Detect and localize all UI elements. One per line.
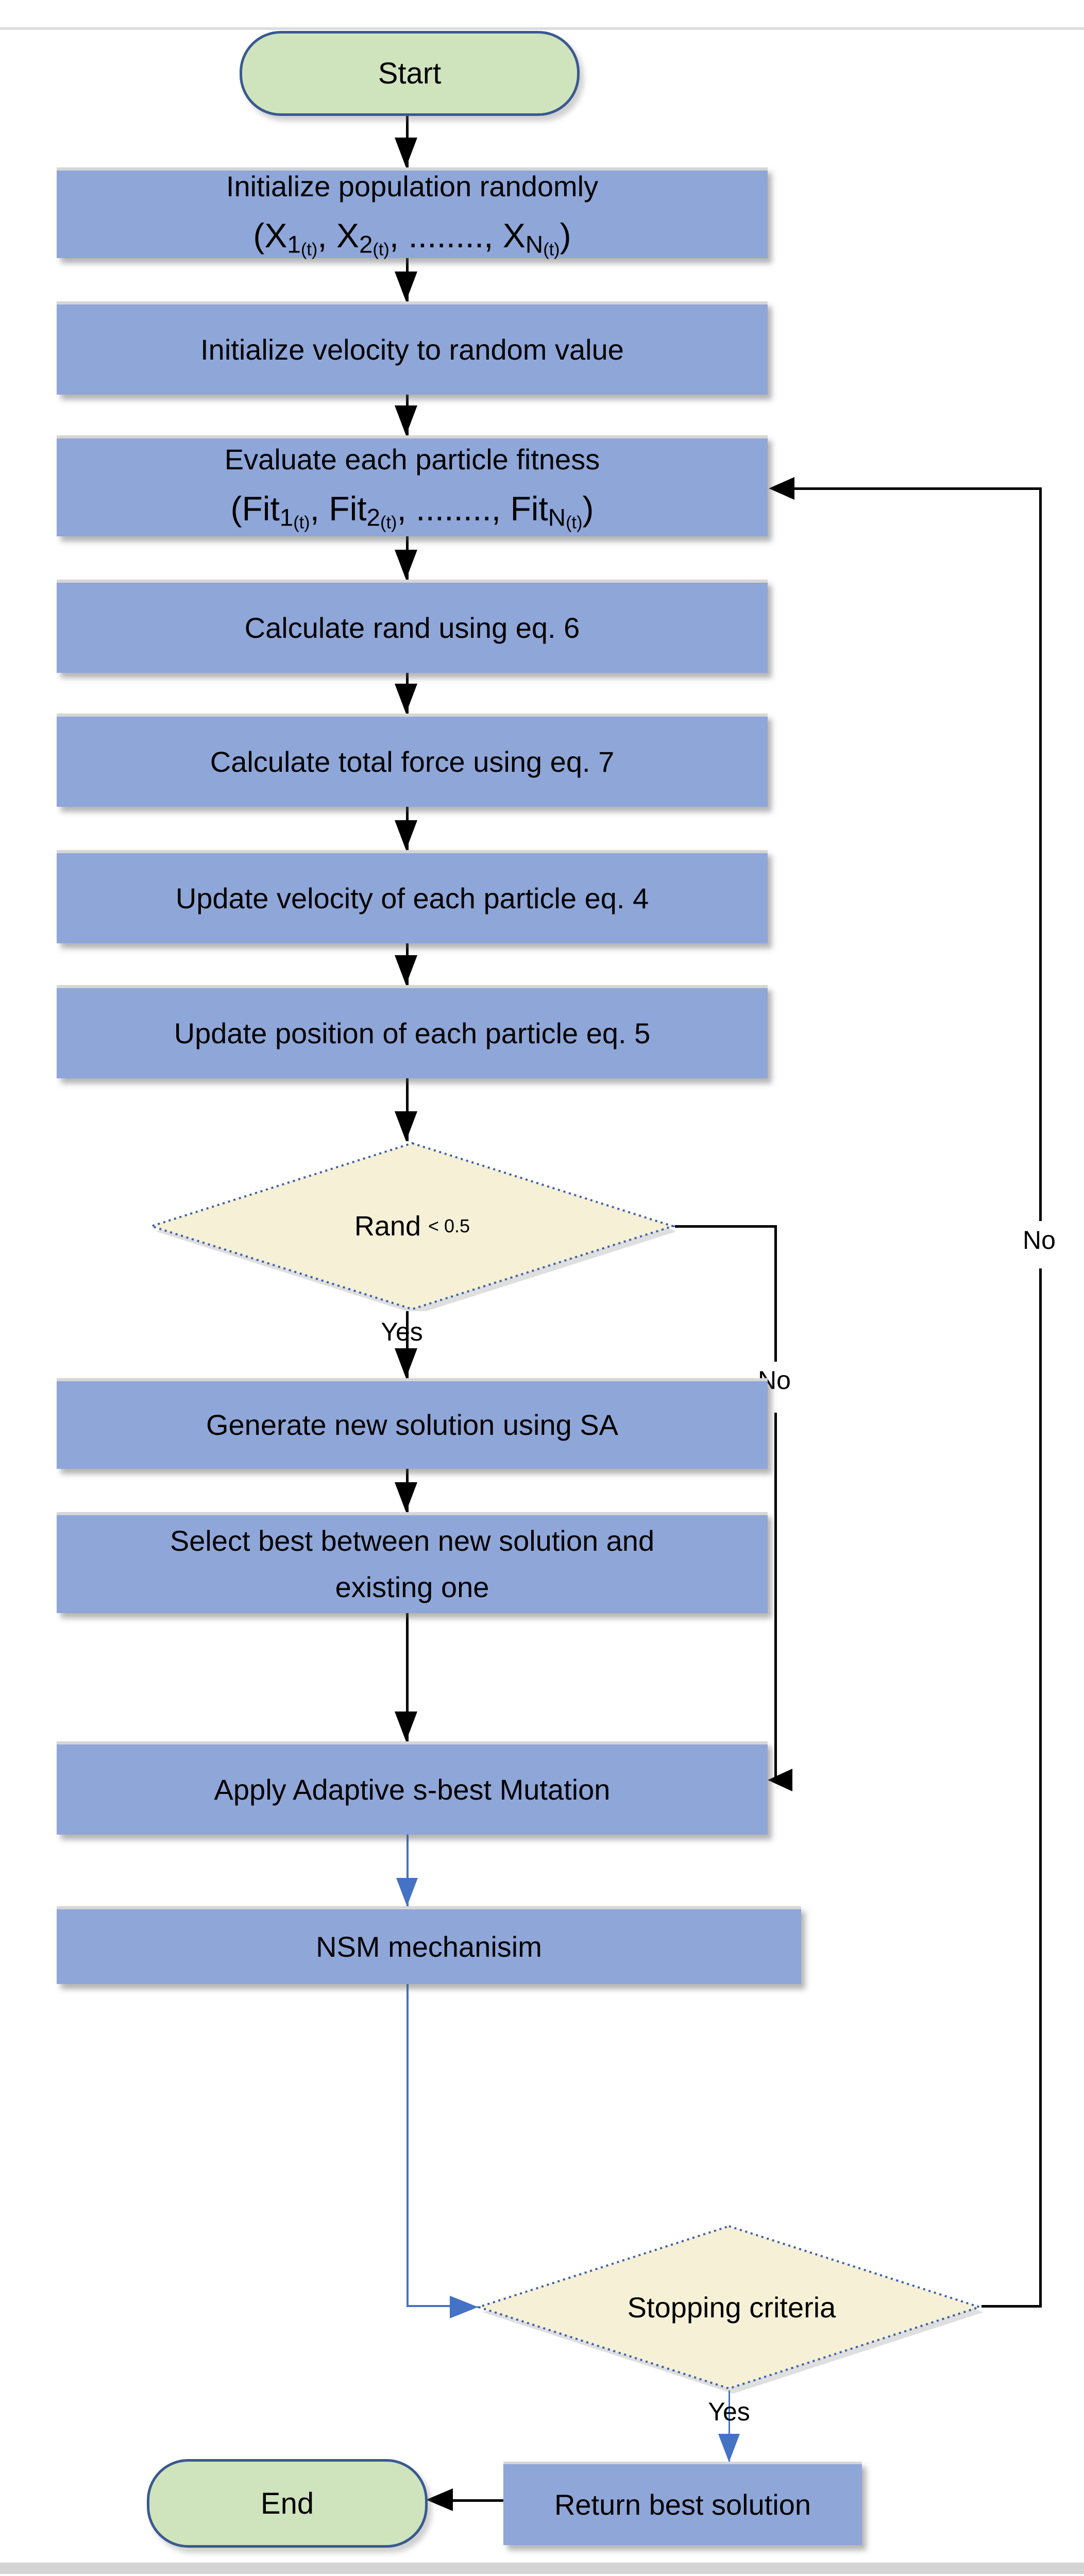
edge-return-end [452,2499,503,2502]
node-evaluate-fitness: Evaluate each particle fitness (Fit1(t),… [57,435,768,536]
stopping-label: Stopping criteria [627,2291,836,2324]
edge-label-rand-yes: Yes [381,1317,423,1346]
diamond-outline [148,1142,676,1311]
edge-updatepos-rand [406,1075,409,1141]
node-rand-decision-text: Rand < 0.5 [149,1141,675,1311]
node-generate-sa: Generate new solution using SA [57,1378,768,1469]
arrow-down-icon [395,1711,417,1741]
edge-stop-no-h1 [792,487,1042,490]
rand-decision-label: Rand [354,1211,421,1242]
node-select-best: Select best between new solution and exi… [57,1512,768,1613]
arrow-down-icon [396,1878,418,1906]
arrow-down-icon [395,138,417,167]
edge-nsm-stopping-v [406,1981,409,2307]
arrow-down-icon [395,550,417,580]
edge-rand-yes [406,1311,409,1378]
top-divider [0,27,1084,30]
arrow-left-icon [426,2488,453,2511]
node-stopping [475,2224,987,2394]
node-apply-mutation-label: Apply Adaptive s-best Mutation [214,1773,611,1806]
edge-selectbest-mutation [406,1610,409,1741]
rand-decision-condition: < 0.5 [428,1215,470,1236]
arrow-down-icon [718,2434,740,2462]
node-return-best-label: Return best solution [554,2488,811,2521]
arrow-down-icon [395,1348,417,1378]
edge-label-stop-yes: Yes [708,2397,750,2426]
node-start: Start [240,31,580,116]
bottom-divider [0,2563,1084,2574]
node-nsm-label: NSM mechanisim [316,1930,542,1963]
edge-nsm-stopping-h [406,2305,453,2307]
node-update-velocity: Update velocity of each particle eq. 4 [57,850,768,943]
node-init-velocity-label: Initialize velocity to random value [200,333,624,366]
node-nsm: NSM mechanisim [57,1906,801,1984]
node-calc-rand-label: Calculate rand using eq. 6 [244,611,580,644]
arrow-down-icon [395,1482,417,1512]
edge-mutation-nsm [406,1832,409,1906]
arrow-down-icon [395,1111,417,1141]
node-return-best: Return best solution [503,2462,862,2545]
node-update-velocity-label: Update velocity of each particle eq. 4 [175,882,649,914]
node-calc-force: Calculate total force using eq. 7 [57,714,768,807]
node-evaluate-fitness-line2: (Fit1(t), Fit2(t), ........, FitN(t)) [230,489,594,533]
edge-label-stop-no: No [1023,1226,1056,1255]
arrow-down-icon [395,684,417,714]
node-update-position-label: Update position of each particle eq. 5 [174,1016,651,1049]
node-init-population-line1: Initialize population randomly [226,170,599,202]
node-apply-mutation: Apply Adaptive s-best Mutation [57,1741,768,1835]
arrow-left-icon [768,1769,792,1791]
node-start-label: Start [378,57,442,90]
arrow-left-icon [769,477,794,500]
node-calc-rand: Calculate rand using eq. 6 [57,580,768,673]
edge-stop-no-v2 [1039,1268,1042,2307]
node-init-population: Initialize population randomly (X1(t), X… [57,167,768,260]
node-init-velocity: Initialize velocity to random value [57,301,768,395]
edge-rand-no-v1 [774,1225,777,1362]
edge-rand-no-v2 [774,1413,777,1782]
edge-stop-yes [729,2391,730,2462]
node-init-population-line2: (X1(t), X2(t), ........, XN(t)) [253,216,571,260]
node-update-position: Update position of each particle eq. 5 [57,985,768,1078]
node-end: End [147,2459,428,2548]
node-calc-force-label: Calculate total force using eq. 7 [210,745,615,778]
node-rand-decision [148,1141,677,1314]
diamond-shape [475,2225,984,2394]
arrow-down-icon [395,272,417,301]
arrow-right-icon [450,2296,478,2318]
edge-rand-no-h [675,1225,777,1228]
arrow-down-icon [395,405,417,435]
diamond-shape [148,1142,677,1314]
node-evaluate-fitness-line1: Evaluate each particle fitness [224,443,600,476]
node-end-label: End [260,2486,314,2520]
arrow-down-icon [395,820,417,850]
edge-stop-no-h2 [981,2305,1042,2308]
node-stopping-text: Stopping criteria [477,2224,987,2391]
edge-stop-no-v1 [1039,487,1042,1221]
arrow-down-icon [395,955,417,985]
node-generate-sa-label: Generate new solution using SA [206,1409,619,1442]
diamond-outline [475,2225,983,2390]
node-select-best-line1: Select best between new solution and [170,1524,655,1557]
node-select-best-line2: existing one [335,1571,489,1603]
